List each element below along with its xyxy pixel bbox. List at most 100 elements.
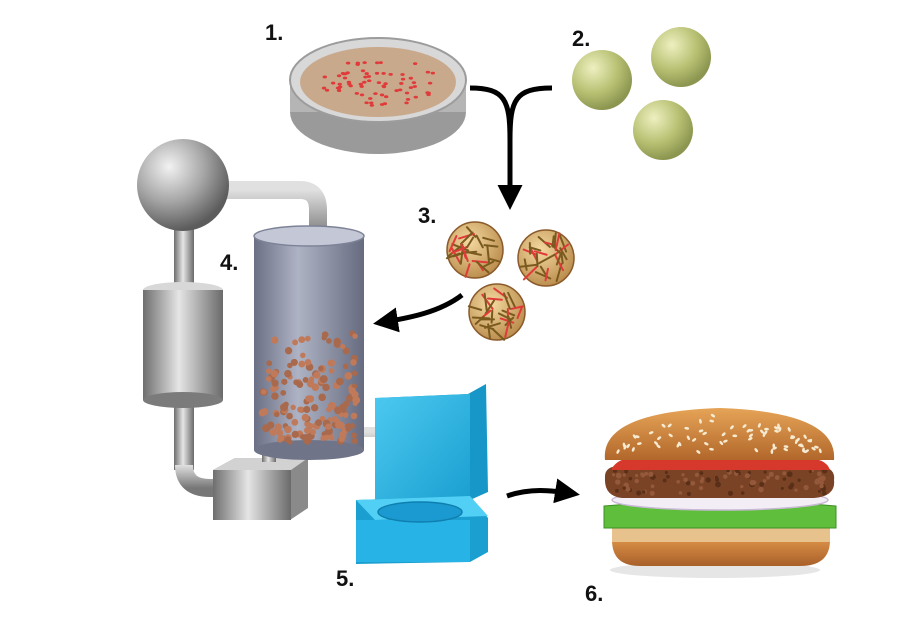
patty-grain <box>766 475 771 480</box>
sesame-seed <box>668 433 673 438</box>
sesame-seed <box>764 427 769 431</box>
sesame-seed <box>684 426 690 430</box>
particle <box>334 406 342 415</box>
canister-bottom <box>143 392 223 408</box>
colony-dot <box>364 72 369 75</box>
pump-top <box>213 458 308 470</box>
particle <box>326 338 332 344</box>
colony-dot <box>374 71 380 75</box>
step-label-1: 1. <box>265 20 284 45</box>
colony-dot <box>375 61 380 65</box>
colony-dot <box>368 97 373 100</box>
sesame-seed <box>719 440 724 446</box>
particle <box>274 423 282 431</box>
particle <box>276 429 284 437</box>
particle <box>302 376 309 383</box>
particle <box>301 413 310 422</box>
sesame-seed <box>803 434 807 439</box>
sesame-seed <box>730 425 734 430</box>
sesame-seed <box>709 447 714 451</box>
fiber <box>471 259 489 264</box>
colony-dot <box>405 97 411 101</box>
sesame-seed <box>616 449 620 454</box>
colony-dot <box>388 72 393 76</box>
patty-grain <box>686 491 691 496</box>
colony-dot <box>330 81 336 85</box>
patty-grain <box>648 471 654 477</box>
sesame-seed <box>732 434 738 438</box>
particle <box>342 347 350 355</box>
colony-dot <box>364 101 369 105</box>
colony-dot <box>337 85 343 89</box>
particle <box>304 335 311 342</box>
colony-dot <box>427 81 433 85</box>
particle <box>286 412 293 420</box>
patty-grain <box>664 470 668 475</box>
fiber <box>504 316 515 326</box>
patty-grain <box>740 491 745 495</box>
colony-dot <box>369 101 374 105</box>
patty-grain <box>699 479 704 484</box>
sesame-seed <box>696 450 701 454</box>
patty-grain <box>650 484 655 489</box>
burger-sesame-seeds <box>616 413 822 454</box>
sesame-seed <box>764 430 768 435</box>
particle <box>297 406 304 413</box>
colony-dot <box>366 75 372 78</box>
colony-dot <box>369 103 375 107</box>
particle <box>333 337 342 346</box>
colony-dot <box>355 61 361 65</box>
sesame-seed <box>772 446 777 450</box>
fiber <box>522 266 538 281</box>
patty-grain <box>818 476 822 480</box>
patty-grain <box>715 481 721 488</box>
particle <box>287 362 293 369</box>
colony-dot <box>347 82 352 86</box>
colony-dot <box>354 91 360 95</box>
particle <box>271 336 279 344</box>
patty-grain <box>819 475 826 482</box>
particle <box>351 370 358 377</box>
particle <box>261 389 267 395</box>
particle <box>329 435 335 441</box>
particle <box>343 400 350 407</box>
fiber <box>553 253 565 272</box>
particle <box>305 395 312 402</box>
sesame-seed <box>626 443 630 449</box>
particle <box>325 423 332 430</box>
colony-dot <box>381 72 386 75</box>
fiber <box>467 305 483 311</box>
colony-dot <box>399 82 404 85</box>
colony-dot <box>340 72 346 75</box>
fiber <box>510 305 524 310</box>
colony-dot <box>367 79 372 83</box>
patty-grain <box>744 473 751 479</box>
patty-grain <box>690 480 696 486</box>
reactor-pipe-elbow <box>175 464 225 497</box>
patty-grain <box>803 484 809 491</box>
sesame-seed <box>704 442 709 446</box>
particle <box>328 368 335 374</box>
textured-sphere <box>517 229 575 287</box>
sesame-seed <box>757 423 761 428</box>
patty-grain <box>723 474 728 479</box>
particle <box>351 438 358 444</box>
colony-dot <box>411 81 417 85</box>
particle <box>298 360 306 368</box>
patty-grain <box>611 473 616 477</box>
particle <box>348 387 356 395</box>
particle <box>279 403 288 412</box>
colony-dot <box>378 61 383 65</box>
particle <box>284 425 292 434</box>
colony-dot <box>400 73 405 76</box>
textured-spheres <box>445 221 575 341</box>
colony-dot <box>358 82 364 86</box>
canister-body <box>143 290 223 400</box>
patty-grain <box>662 478 667 483</box>
patty-grain <box>640 473 646 478</box>
fiber <box>551 235 555 248</box>
colony-dot <box>337 82 342 86</box>
fiber <box>482 236 496 242</box>
sesame-seed <box>818 448 822 454</box>
